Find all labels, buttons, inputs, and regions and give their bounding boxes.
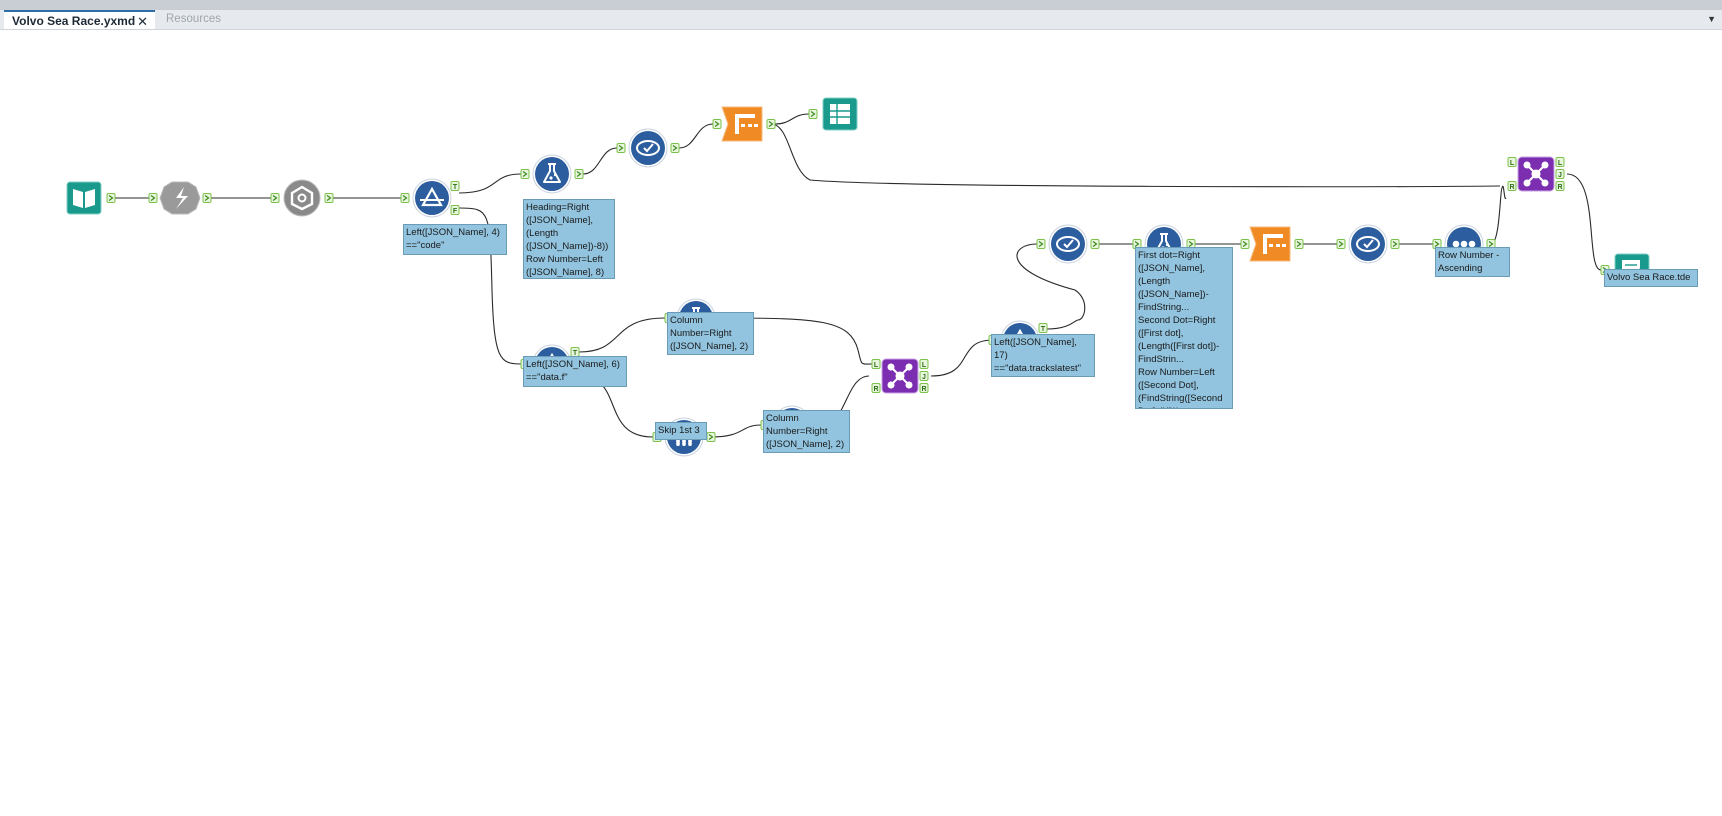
connection-f1-false-to-f2[interactable] xyxy=(458,207,522,365)
annotation-formula-heading: Heading=Right ([JSON_Name], (Length ([JS… xyxy=(523,199,615,279)
json-parse-tool-icon[interactable] xyxy=(283,179,321,217)
select-tool-icon-3[interactable] xyxy=(1348,224,1388,264)
input-anchor-sel2[interactable] xyxy=(1036,239,1046,249)
output-data-tool-icon-1[interactable] xyxy=(822,97,858,131)
join-left-output-anchor-j2[interactable]: L xyxy=(1555,157,1565,168)
input-anchor-ct1[interactable] xyxy=(712,119,722,129)
svg-text:R: R xyxy=(921,386,926,393)
output-anchor-json[interactable] xyxy=(324,193,334,203)
connection-sample-to-fm3[interactable] xyxy=(710,424,762,438)
connection-rec-to-j2-right[interactable] xyxy=(1490,185,1507,245)
tab-label: Volvo Sea Race.yxmd xyxy=(12,14,136,28)
annotation-filter-data-f: Left([JSON_Name], 6) =="data.f" xyxy=(523,356,627,387)
input-anchor-sel3[interactable] xyxy=(1336,239,1346,249)
filter-true-anchor-f3[interactable]: T xyxy=(1038,323,1048,334)
input-anchor-ct2[interactable] xyxy=(1240,239,1250,249)
join-tool-icon-1[interactable] xyxy=(881,358,919,394)
annotation-output-name: Volvo Sea Race.tde xyxy=(1604,269,1698,287)
select-tool-icon-2[interactable] xyxy=(1048,224,1088,264)
output-anchor-dyn[interactable] xyxy=(202,193,212,203)
svg-text:L: L xyxy=(922,362,927,369)
connection-ct1-to-j2-left[interactable] xyxy=(770,123,1501,188)
annotation-formula-column-1: Column Number=Right ([JSON_Name], 2) xyxy=(667,312,754,355)
annotation-record-sort: Row Number - Ascending xyxy=(1435,247,1510,277)
input-anchor-fm1[interactable] xyxy=(520,169,530,179)
join-right-input-anchor-j1[interactable]: R xyxy=(871,383,881,394)
connection-fm1-to-sel1[interactable] xyxy=(582,147,618,175)
svg-text:L: L xyxy=(874,362,879,369)
output-anchor-ct2[interactable] xyxy=(1294,239,1304,249)
workflow-diagram: TFTFTFLRLJRLRLJR xyxy=(66,97,1650,457)
anchors-layer: TFTFTFLRLJRLRLJR xyxy=(106,109,1610,442)
svg-text:F: F xyxy=(453,208,458,215)
join-tool-icon-2[interactable] xyxy=(1517,156,1555,192)
join-left-input-anchor-j2[interactable]: L xyxy=(1507,157,1517,168)
annotation-formula-dots: First dot=Right ([JSON_Name], (Length ([… xyxy=(1135,247,1233,409)
input-anchor-sel1[interactable] xyxy=(616,143,626,153)
join-right-input-anchor-j2[interactable]: R xyxy=(1507,181,1517,192)
svg-text:J: J xyxy=(922,374,926,381)
tab-volvo-sea-race[interactable]: Volvo Sea Race.yxmd ✕ xyxy=(4,10,155,29)
svg-text:T: T xyxy=(573,350,578,357)
annotation-sample-skip: Skip 1st 3 xyxy=(655,422,707,440)
dynamic-input-tool-icon[interactable] xyxy=(159,181,201,215)
svg-text:J: J xyxy=(1558,172,1562,179)
connection-ct1-to-out1[interactable] xyxy=(774,113,810,125)
join-right-output-anchor-j2[interactable]: R xyxy=(1555,181,1565,192)
join-right-output-anchor-j1[interactable]: R xyxy=(919,383,929,394)
output-anchor-fm1[interactable] xyxy=(574,169,584,179)
join-left-output-anchor-j1[interactable]: L xyxy=(919,359,929,370)
filter-true-anchor-f1[interactable]: T xyxy=(450,181,460,192)
join-inner-output-anchor-j2[interactable]: J xyxy=(1555,169,1565,180)
annotation-filter-code: Left([JSON_Name], 4) =="code" xyxy=(403,224,507,255)
input-anchor-f1[interactable] xyxy=(400,193,410,203)
connection-f1-true-to-fm1[interactable] xyxy=(458,173,522,194)
input-data-tool-icon[interactable] xyxy=(66,181,102,215)
annotation-formula-column-2: Column Number=Right ([JSON_Name], 2) xyxy=(763,410,850,453)
svg-text:R: R xyxy=(873,386,878,393)
connection-fm2-to-j1-left[interactable] xyxy=(722,317,873,365)
connection-f2-true-to-fm2[interactable] xyxy=(578,317,666,353)
output-anchor-sel3[interactable] xyxy=(1390,239,1400,249)
svg-text:T: T xyxy=(1041,326,1046,333)
output-anchor-samp[interactable] xyxy=(706,432,716,442)
close-icon[interactable]: ✕ xyxy=(137,14,148,29)
filter-tool-icon-1[interactable] xyxy=(412,178,452,218)
input-anchor-json[interactable] xyxy=(270,193,280,203)
filter-false-anchor-f1[interactable]: F xyxy=(450,205,460,216)
svg-text:T: T xyxy=(453,184,458,191)
tab-resources[interactable]: Resources xyxy=(166,13,221,25)
document-tab-bar: Volvo Sea Race.yxmd ✕ Resources ▼ xyxy=(0,10,1722,30)
connection-f3-true-to-sel2[interactable] xyxy=(1016,243,1086,330)
connections-layer xyxy=(115,113,1602,438)
connection-j1-to-f3[interactable] xyxy=(930,339,994,377)
crosstab-tool-icon-2[interactable] xyxy=(1249,226,1291,262)
join-left-input-anchor-j1[interactable]: L xyxy=(871,359,881,370)
output-anchor-input[interactable] xyxy=(106,193,116,203)
join-inner-output-anchor-j1[interactable]: J xyxy=(919,371,929,382)
formula-tool-icon-1[interactable] xyxy=(532,154,572,194)
input-anchor-dyn[interactable] xyxy=(148,193,158,203)
connection-j2-to-out2[interactable] xyxy=(1566,173,1602,271)
tools-layer xyxy=(66,97,1650,457)
svg-text:L: L xyxy=(1558,160,1563,167)
svg-text:R: R xyxy=(1509,184,1514,191)
svg-text:R: R xyxy=(1557,184,1562,191)
output-anchor-sel1[interactable] xyxy=(670,143,680,153)
tab-list-dropdown-icon[interactable]: ▼ xyxy=(1707,14,1716,24)
crosstab-tool-icon-1[interactable] xyxy=(721,106,763,142)
svg-text:L: L xyxy=(1510,160,1515,167)
connection-sel1-to-ct1[interactable] xyxy=(678,123,714,149)
input-anchor-out1[interactable] xyxy=(808,109,818,119)
output-anchor-sel2[interactable] xyxy=(1090,239,1100,249)
workflow-canvas[interactable]: TFTFTFLRLJRLRLJR Left([JSON_Name], 4) ==… xyxy=(0,30,1722,811)
output-anchor-ct1[interactable] xyxy=(766,119,776,129)
annotation-filter-trackslatest: Left([JSON_Name], 17) =="data.trackslate… xyxy=(991,334,1095,377)
select-tool-icon-1[interactable] xyxy=(628,128,668,168)
